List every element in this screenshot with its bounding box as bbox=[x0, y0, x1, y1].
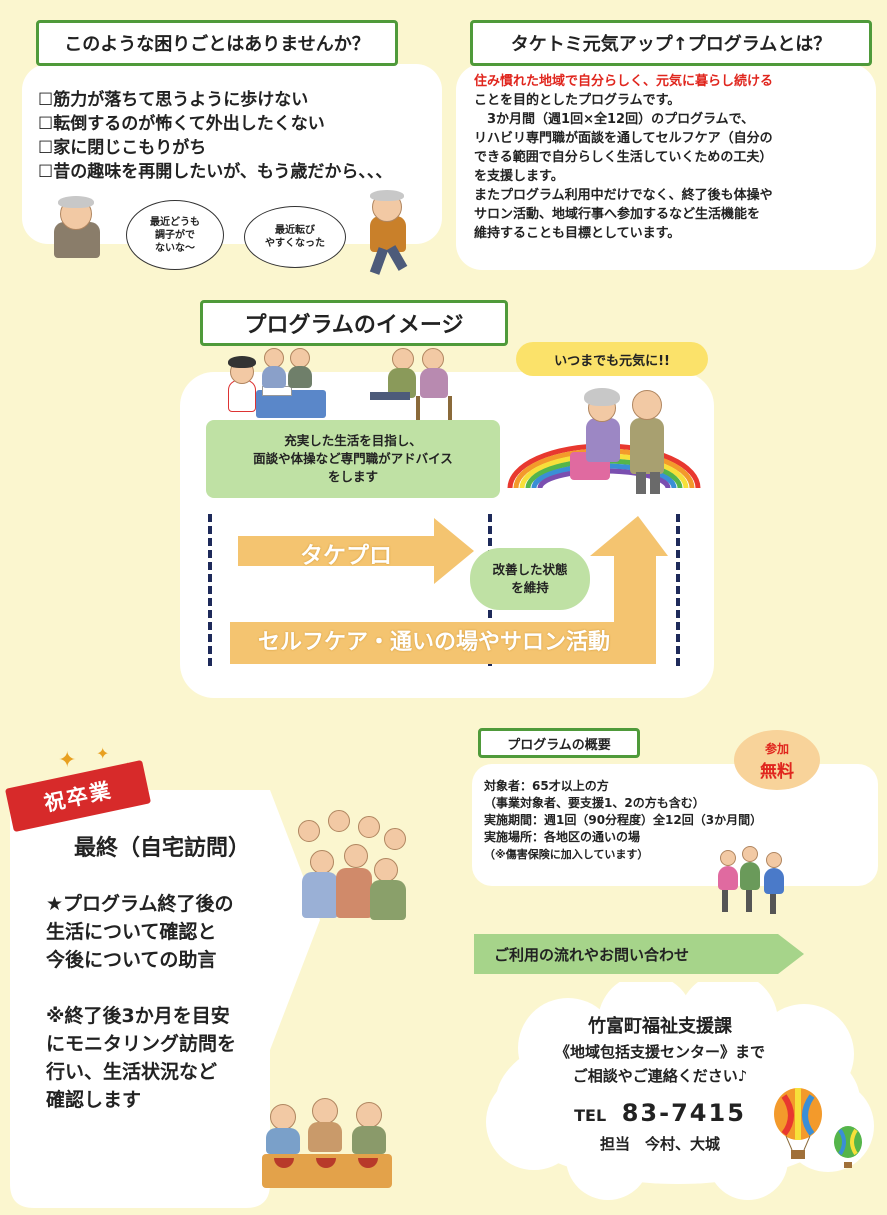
about-line: サロン活動、地域行事へ参加するなど生活機能を bbox=[474, 207, 761, 222]
timeline-divider bbox=[676, 514, 680, 666]
final-line: 今後についての助言 bbox=[46, 949, 217, 971]
free-badge: 参加 無料 bbox=[734, 730, 820, 790]
contact-staff: 担当 今村、大城 bbox=[599, 1135, 720, 1153]
exercise-illustration bbox=[368, 346, 458, 422]
about-line: 3か月間（週1回×全12回）のプログラムで、 bbox=[474, 112, 755, 127]
genki-label: いつまでも元気に!! bbox=[516, 342, 708, 376]
overview-line: 実施場所：各地区の通いの場 bbox=[484, 830, 641, 844]
about-highlight: 住み慣れた地域で自分らしく、元気に暮らし続ける bbox=[474, 74, 774, 89]
contact-banner: ご利用の流れやお問い合わせ bbox=[494, 946, 690, 964]
final-panel bbox=[10, 790, 320, 1208]
overview-line: 対象者：65才以上の方 bbox=[484, 779, 609, 793]
contact-tel-number: 83-7415 bbox=[621, 1099, 746, 1127]
advice-box: 充実した生活を目指し、 面談や体操など専門職がアドバイス をします bbox=[206, 420, 500, 498]
contact-banner-arrow bbox=[474, 934, 804, 974]
consultation-illustration bbox=[226, 346, 330, 422]
about-line: ことを目的としたプログラムです。 bbox=[474, 93, 681, 108]
speech-bubble-right: 最近転び やすくなった bbox=[244, 206, 346, 268]
selfcare-arrow bbox=[230, 516, 668, 664]
program-image-heading: プログラムのイメージ bbox=[200, 300, 508, 346]
about-line: を支援します。 bbox=[474, 169, 564, 184]
final-line bbox=[46, 974, 236, 1002]
takepro-arrow bbox=[238, 518, 474, 584]
takepro-label: タケプロ bbox=[300, 543, 392, 569]
final-title: 最終（自宅訪問） bbox=[74, 836, 251, 861]
final-line: ※終了後3か月を目安 bbox=[46, 1005, 230, 1027]
walking-seniors-illustration bbox=[712, 846, 792, 916]
final-line: ★プログラム終了後の bbox=[46, 893, 234, 915]
contact-message: ご相談やご連絡ください♪ bbox=[572, 1067, 748, 1085]
overview-line: 実施期間：週1回（90分程度）全12回（3か月間） bbox=[484, 813, 763, 827]
final-line: 行い、生活状況など bbox=[46, 1061, 218, 1083]
about-line: できる範囲で自分らしく生活していくための工夫） bbox=[474, 150, 773, 165]
maintain-box: 改善した状態 を維持 bbox=[470, 548, 590, 610]
overview-text: 対象者：65才以上の方 （事業対象者、要支援1、2の方も含む） 実施期間：週1回… bbox=[484, 778, 762, 863]
final-line: 生活について確認と bbox=[46, 921, 217, 943]
troubles-item: ☐転倒するのが怖くて外出したくない bbox=[38, 114, 325, 134]
free-badge-top: 参加 bbox=[764, 742, 789, 756]
contact-tel-row: TEL 83-7415 bbox=[510, 1098, 810, 1131]
troubles-item: ☐昔の趣味を再開したいが、もう歳だから、、、 bbox=[38, 162, 393, 182]
final-line: 確認します bbox=[46, 1089, 142, 1111]
hot-air-balloon-icon bbox=[774, 1088, 862, 1168]
cheering-seniors-illustration bbox=[288, 810, 412, 930]
contact-tel-label: TEL bbox=[574, 1106, 607, 1125]
troubles-item: ☐筋力が落ちて思うように歩けない bbox=[38, 90, 309, 110]
contact-dept: 竹富町福祉支援課 bbox=[588, 1016, 732, 1037]
speech-bubble-left: 最近どうも 調子がで ないな～ bbox=[126, 200, 224, 270]
graduation-ribbon-text: 祝卒業 bbox=[41, 778, 115, 816]
final-text: ★プログラム終了後の 生活について確認と 今後についての助言 ※終了後3か月を目… bbox=[46, 890, 236, 1114]
about-panel bbox=[456, 64, 876, 270]
about-heading: タケトミ元気アップ↑プログラムとは？ bbox=[470, 20, 872, 66]
sparkle-icon: ✦ bbox=[96, 744, 110, 763]
elderly-couple-illustration bbox=[566, 384, 676, 496]
selfcare-label: セルフケア・通いの場やサロン活動 bbox=[258, 630, 611, 655]
overview-line: （事業対象者、要支援1、2の方も含む） bbox=[484, 796, 705, 810]
overview-panel bbox=[472, 764, 878, 886]
timeline-divider bbox=[208, 514, 212, 666]
final-line: にモニタリング訪問を bbox=[46, 1033, 237, 1055]
about-line: またプログラム利用中だけでなく、終了後も体操や bbox=[474, 188, 773, 203]
contact-text: 竹富町福祉支援課 《地域包括支援センター》まで ご相談やご連絡ください♪ TEL… bbox=[510, 1014, 810, 1157]
free-badge-bottom: 無料 bbox=[760, 762, 794, 782]
contact-cloud bbox=[486, 982, 874, 1200]
about-line: リハビリ専門職が面談を通してセルフケア（自分の bbox=[474, 131, 773, 146]
overview-line: （※傷害保険に加入しています） bbox=[484, 848, 649, 861]
elder-tripping-illustration bbox=[358, 190, 428, 276]
contact-center: 《地域包括支援センター》まで bbox=[554, 1043, 765, 1061]
about-text: 住み慣れた地域で自分らしく、元気に暮らし続ける ことを目的としたプログラムです。… bbox=[474, 72, 773, 243]
troubles-panel bbox=[22, 64, 442, 244]
elder-sitting-illustration bbox=[48, 196, 114, 262]
troubles-heading: このような困りごとはありませんか？ bbox=[36, 20, 398, 66]
sparkle-icon: ✦ bbox=[58, 748, 77, 773]
dining-seniors-illustration bbox=[262, 1098, 392, 1190]
troubles-checklist: ☐筋力が落ちて思うように歩けない ☐転倒するのが怖くて外出したくない ☐家に閉じ… bbox=[38, 88, 392, 184]
overview-heading: プログラムの概要 bbox=[478, 728, 640, 758]
about-line: 維持することも目標としています。 bbox=[474, 226, 681, 241]
troubles-item: ☐家に閉じこもりがち bbox=[38, 138, 207, 158]
